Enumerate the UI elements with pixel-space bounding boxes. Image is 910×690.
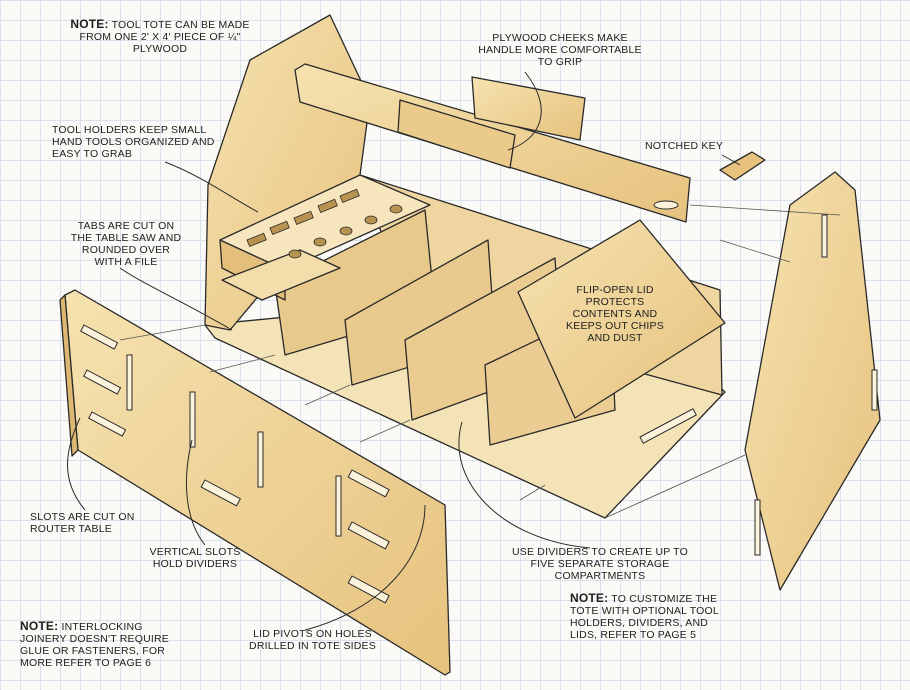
notched-key <box>719 151 766 181</box>
leader-arrow <box>164 161 259 213</box>
callout-dividers: USE DIVIDERS TO CREATE UP TO FIVE SEPARA… <box>512 546 688 582</box>
slot <box>871 369 878 411</box>
callout-notched-key: NOTCHED KEY <box>645 140 724 152</box>
top-note-text: TOOL TOTE CAN BE MADE FROM ONE 2' x 4' P… <box>79 19 250 55</box>
leader-arrow <box>721 154 741 166</box>
callout-tool-holders: TOOL HOLDERS KEEP SMALL HAND TOOLS ORGAN… <box>52 124 215 160</box>
note-word: NOTE: <box>570 591 609 605</box>
bottom-left-note-text: INTERLOCKING JOINERY DOESN'T REQUIRE GLU… <box>20 621 169 669</box>
tool-holder-shelf <box>221 249 341 301</box>
callout-flip-lid: FLIP-OPEN LID PROTECTS CONTENTS AND KEEP… <box>566 284 664 344</box>
slot <box>257 431 264 488</box>
tool-round-hole <box>339 226 353 236</box>
slot <box>754 499 761 556</box>
handle-slot <box>653 200 679 210</box>
leader-arrow <box>458 421 591 549</box>
tool-round-hole <box>364 215 378 225</box>
tool-slot-hole <box>339 188 360 204</box>
slot <box>83 369 122 395</box>
assembly-line <box>604 454 746 519</box>
slot <box>347 521 390 550</box>
tool-round-hole <box>389 204 403 214</box>
slot <box>88 411 127 437</box>
slot <box>126 354 133 411</box>
tool-slot-hole <box>246 232 267 248</box>
slot <box>347 469 390 498</box>
callout-plywood-cheeks: PLYWOOD CHEEKS MAKE HANDLE MORE COMFORTA… <box>478 32 642 68</box>
slot <box>189 391 196 448</box>
handle-cheek-loose <box>471 76 586 141</box>
right-end-panel <box>744 171 881 591</box>
leader-arrow <box>507 71 542 151</box>
slot <box>200 479 241 507</box>
slot <box>347 575 390 604</box>
note-word: NOTE: <box>20 619 59 633</box>
leader-arrow <box>119 267 233 331</box>
note-word: NOTE: <box>70 17 109 31</box>
bottom-left-note: NOTE: INTERLOCKING JOINERY DOESN'T REQUI… <box>20 620 178 669</box>
callout-vertical-slots: VERTICAL SLOTS HOLD DIVIDERS <box>149 546 241 570</box>
front-panel-edge <box>59 294 79 457</box>
handle-cheek-installed <box>397 99 516 169</box>
leader-arrow <box>304 504 426 631</box>
assembly-line <box>209 354 276 373</box>
callout-tabs: TABS ARE CUT ON THE TABLE SAW AND ROUNDE… <box>70 220 182 268</box>
slot <box>821 214 828 258</box>
slot <box>335 475 342 537</box>
top-note: NOTE: TOOL TOTE CAN BE MADE FROM ONE 2' … <box>60 18 260 55</box>
leader-arrow <box>185 439 206 546</box>
assembly-line <box>519 484 546 501</box>
leader-arrow <box>67 417 86 511</box>
callout-slots-router: SLOTS ARE CUT ON ROUTER TABLE <box>30 511 135 535</box>
assembly-line <box>719 239 791 263</box>
tool-slot-hole <box>293 210 314 226</box>
bottom-right-note: NOTE: TO CUSTOMIZE THE TOTE WITH OPTIONA… <box>570 592 730 641</box>
tool-slot-hole <box>269 220 290 236</box>
slot <box>80 324 119 350</box>
callout-lid-pivots: LID PIVOTS ON HOLES DRILLED IN TOTE SIDE… <box>249 628 376 652</box>
assembly-line <box>119 324 206 341</box>
slot <box>639 408 697 444</box>
tool-round-hole <box>313 237 327 247</box>
flip-lid <box>517 219 726 419</box>
assembly-line <box>689 204 841 216</box>
assembly-line <box>304 384 351 406</box>
assembly-line <box>359 419 411 443</box>
bottom-right-note-text: TO CUSTOMIZE THE TOTE WITH OPTIONAL TOOL… <box>570 593 719 641</box>
tool-slot-hole <box>317 198 338 214</box>
tool-round-hole <box>288 249 302 259</box>
